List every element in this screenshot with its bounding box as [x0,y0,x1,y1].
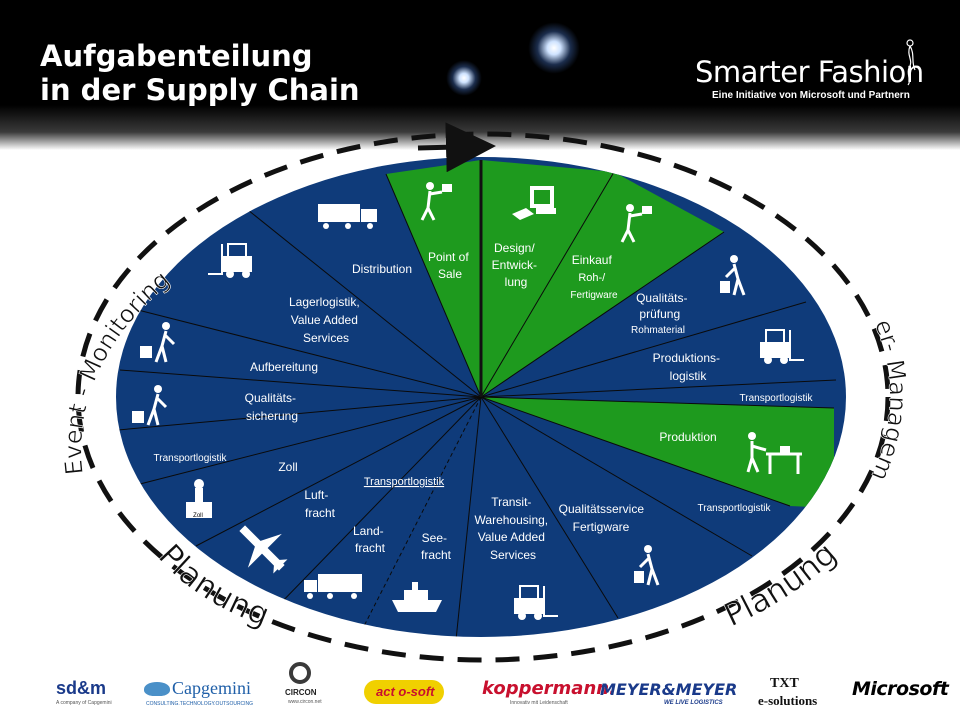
label-transportlogistik-1: Transportlogistik [740,393,814,404]
logo-actosoft [364,680,444,704]
label-produktionslogistik: Produktions- logistik [653,351,724,383]
label-produktion: Produktion [659,430,716,444]
circon-ring-icon [289,662,311,684]
truck-icon [304,574,362,599]
forklift-icon [208,243,252,278]
segment-einkauf[interactable] [481,172,724,397]
segment-produktion[interactable] [481,397,834,508]
label-qualitaetspruefung: Qualitäts- prüfung Rohmaterial [631,289,692,336]
title-line-2: in der Supply Chain [40,73,360,107]
brand-logo: Smarter Fashion [695,55,924,89]
label-seefracht: See- fracht [421,531,452,562]
logo-sdm: sd&m [56,678,107,698]
title-line-1: Aufgabenteilung [40,39,313,73]
segment-dividers [117,171,837,637]
label-transportlogistik-2: Transportlogistik [698,503,772,514]
forklift-icon [514,585,558,620]
zoll-stamp-label: Zoll [193,513,203,519]
logo-koppermann: koppermann. [482,678,616,699]
logo-capgemini: Capgemini [172,678,251,698]
label-aufbereitung: Aufbereitung [250,360,318,374]
star-icon [528,22,580,74]
logo-txt: TXT [770,676,799,691]
logo-txt-sub: e-solutions [758,693,818,708]
capgemini-spade-icon [144,682,170,696]
label-transportlogistik-3: Transportlogistik [364,476,445,488]
label-design: Design/ Entwick- lung [492,241,541,289]
logo-koppermann-sub: Innovativ mit Leidenschaft [510,700,568,706]
forklift-icon [760,329,804,364]
label-lagerlogistik: Lagerlogistik, Value Added Services [289,295,363,345]
logo-microsoft: Microsoft [852,678,949,700]
inspector-icon [140,322,176,363]
label-distribution: Distribution [352,262,412,276]
segment-point-of-sale[interactable] [386,160,481,397]
logo-capgemini-sub: CONSULTING.TECHNOLOGY.OUTSOURCING [146,701,254,707]
logo-sdm-sub: A company of Capgemini [56,700,112,706]
ship-icon [392,582,442,612]
label-transportlogistik-4: Transportlogistik [154,453,228,464]
logo-meyer: MEYER&MEYER [600,680,738,699]
inspector-icon [720,255,746,296]
production-worker-icon [746,432,802,474]
logo-circon-url: www.circon.net [288,699,322,705]
segment-design[interactable] [481,160,614,397]
label-zoll: Zoll [278,460,297,474]
person-carrying-icon [420,182,452,221]
logo-circon: CIRCON [285,688,317,697]
star-icon [446,60,482,96]
brand-tagline: Eine Initiative von Microsoft und Partne… [712,90,910,101]
logo-actosoft-text: act o-soft [376,684,435,699]
partner-logos: sd&m A company of Capgemini Capgemini CO… [0,660,960,720]
label-luftfracht: Luft- fracht [304,488,335,520]
inspector-icon [634,545,660,586]
customs-stamp-icon [186,479,212,518]
person-carrying-icon [620,204,652,243]
label-transit: Transit- Warehousing, Value Added Servic… [475,495,552,562]
cycle-arrow-icon [417,122,496,173]
silhouette-icon [906,39,916,86]
label-einkauf: Einkauf Roh-/ Fertigware [570,251,618,301]
label-landfracht: Land- fracht [353,524,387,555]
computer-icon [512,186,556,220]
label-qualitaetsservice: Qualitätsservice Fertigware [559,502,648,534]
logo-meyer-sub: WE LIVE LOGISTICS [664,700,723,706]
label-point-of-sale: Point of Sale [428,250,472,281]
inspector-icon [132,385,168,426]
truck-icon [318,204,377,229]
label-qualitaetssicherung: Qualitäts- sicherung [245,391,300,423]
dashed-cycle-ring [75,131,891,663]
